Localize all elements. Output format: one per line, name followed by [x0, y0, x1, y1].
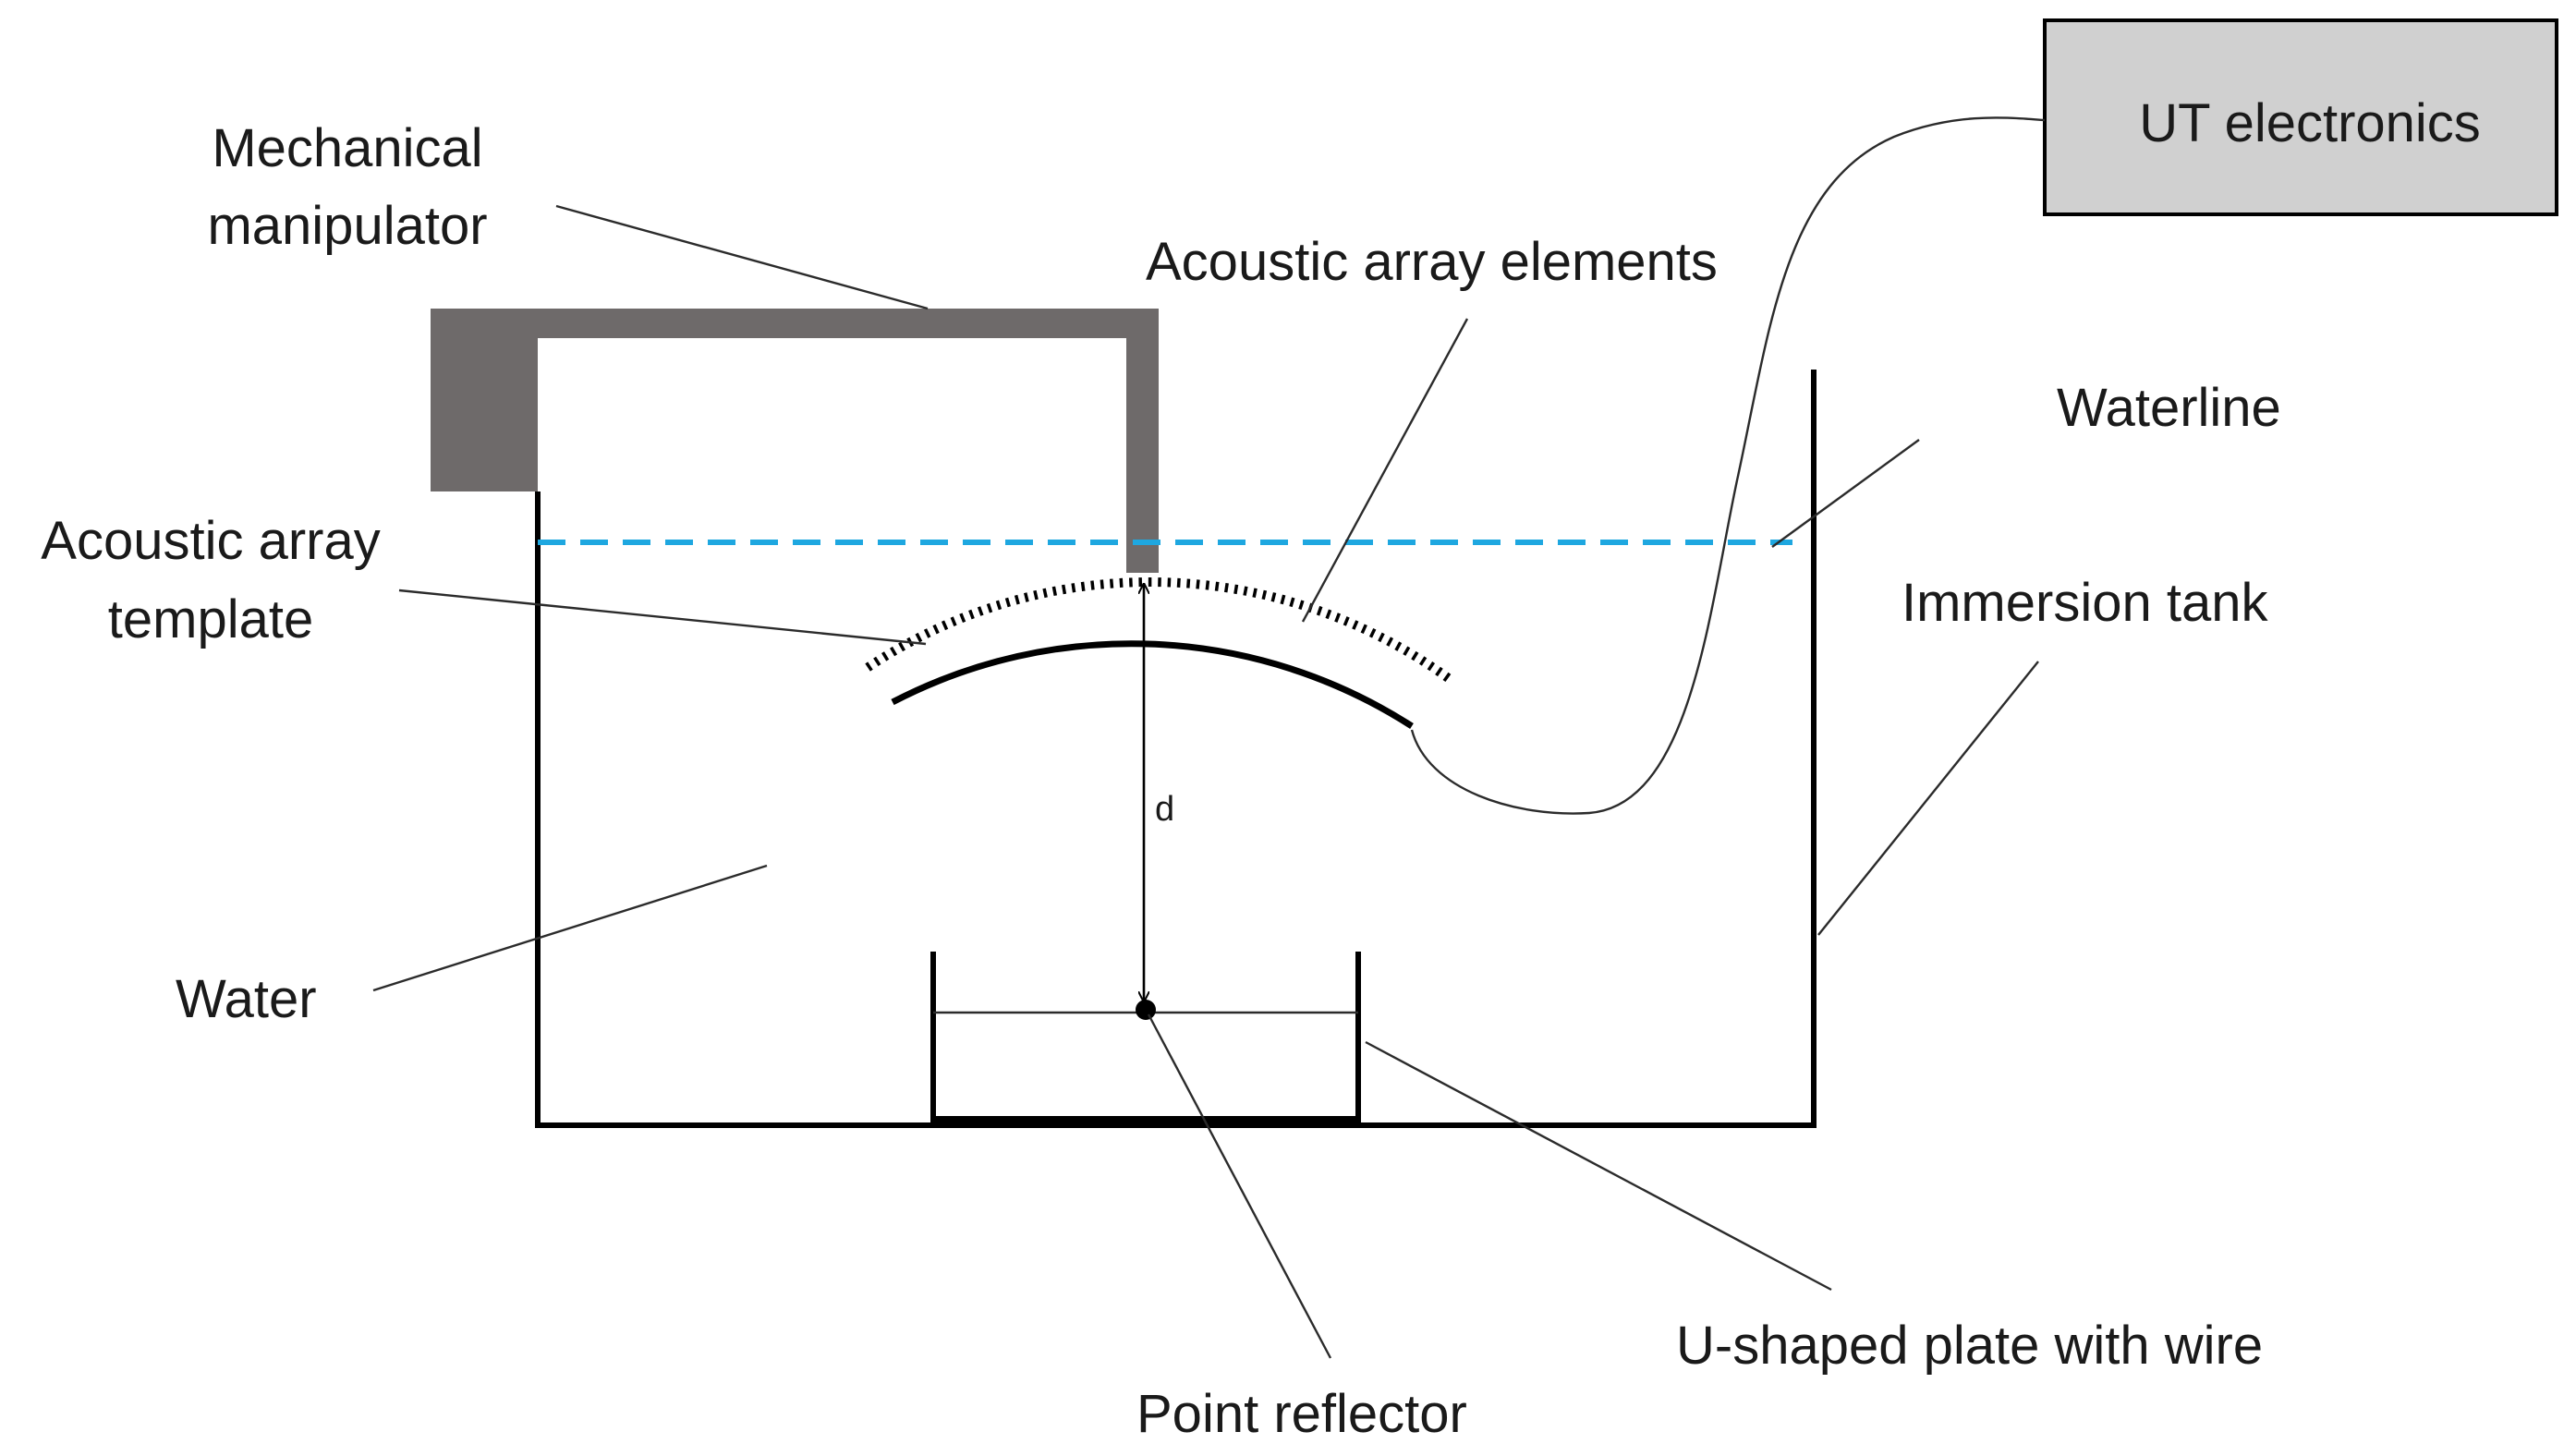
array-element [1100, 579, 1104, 589]
array-element [1289, 597, 1295, 608]
array-element [1298, 600, 1305, 611]
array-element [915, 632, 923, 643]
array-element [1061, 584, 1067, 595]
array-element [1427, 661, 1436, 672]
immersion-tank [535, 370, 1817, 1128]
leader-mechanical-manipulator [555, 204, 929, 310]
leader-u-shaped-plate [1365, 1040, 1832, 1292]
waterline-label: Waterline [2057, 378, 2281, 438]
array-element [1403, 646, 1411, 656]
array-template-arc [891, 640, 1414, 729]
array-element [1042, 588, 1048, 599]
array-element [1386, 637, 1394, 647]
leader-acoustic-array-elements [1301, 318, 1469, 623]
array-element [1223, 582, 1229, 593]
leader-acoustic-array-template [398, 588, 927, 646]
array-element [1435, 666, 1443, 677]
mechanical-manipulator-label-line1: Mechanical [212, 118, 482, 178]
array-element [873, 656, 881, 667]
array-element [1176, 577, 1181, 588]
array-element [1024, 592, 1029, 602]
array-element [1261, 589, 1268, 601]
array-element [1243, 586, 1248, 596]
acoustic-array-elements-label: Acoustic array elements [1146, 232, 1718, 292]
array-element [1334, 613, 1342, 623]
leader-water [372, 864, 768, 992]
array-element [1119, 577, 1124, 588]
leader-point-reflector [1147, 1013, 1332, 1359]
array-element [1325, 609, 1332, 620]
array-element [1196, 579, 1200, 589]
array-element [889, 646, 898, 657]
acoustic-array-template-label-line1: Acoustic array [41, 511, 380, 571]
ut-electronics-label: UT electronics [2139, 93, 2481, 153]
array-element [1378, 632, 1385, 643]
array-element [1080, 581, 1086, 592]
ut-electronics-box: UT electronics [2043, 18, 2558, 216]
array-element [881, 651, 890, 661]
array-element [1360, 624, 1367, 635]
signal-cable [1410, 116, 2046, 815]
water-label: Water [176, 969, 317, 1029]
u-shaped-plate [930, 952, 1361, 1125]
array-elements [865, 577, 1452, 683]
array-element [1004, 597, 1011, 608]
ut-electronics-rect [2043, 18, 2558, 216]
array-element [1394, 641, 1403, 651]
array-element [1252, 588, 1258, 598]
array-element [1316, 605, 1323, 616]
array-element [977, 606, 984, 616]
manipulator-mount-block [431, 309, 538, 491]
array-element [959, 613, 966, 624]
array-element [1352, 620, 1359, 630]
array-element [1280, 594, 1286, 605]
u-shaped-plate-label: U-shaped plate with wire [1676, 1316, 2263, 1376]
array-element [968, 609, 975, 620]
leader-immersion-tank [1817, 661, 2039, 936]
acoustic-array-template-label-line2: template [108, 589, 313, 649]
point-reflector-label: Point reflector [1136, 1384, 1467, 1444]
array-element [950, 616, 957, 626]
array-element [1418, 656, 1428, 666]
array-element [1205, 580, 1210, 590]
array-element [1090, 580, 1095, 590]
manipulator-vertical-arm [1126, 309, 1159, 573]
array-element [1214, 581, 1220, 591]
array-element [1186, 578, 1191, 588]
array-element [1233, 584, 1239, 595]
array-element [1033, 589, 1039, 601]
array-element [1270, 592, 1277, 602]
array-element [1411, 650, 1419, 661]
mechanical-manipulator [431, 309, 1159, 573]
array-element [1051, 586, 1058, 597]
point-reflector-dot [1136, 1000, 1156, 1020]
array-element [865, 661, 873, 672]
array-element [995, 600, 1002, 611]
leader-waterline [1771, 439, 1920, 548]
array-element [932, 624, 940, 635]
array-element [941, 620, 949, 631]
array-element [986, 602, 993, 613]
array-element [898, 641, 906, 652]
array-element [1442, 672, 1452, 683]
immersion-tank-label: Immersion tank [1902, 573, 2268, 633]
distance-label: d [1155, 790, 1174, 829]
array-element [1368, 627, 1377, 638]
array-element [1343, 616, 1350, 626]
mechanical-manipulator-label-line2: manipulator [207, 196, 487, 256]
array-element [923, 628, 931, 638]
array-element [1071, 583, 1076, 593]
manipulator-horizontal-arm [431, 309, 1159, 338]
array-element [1014, 594, 1020, 605]
